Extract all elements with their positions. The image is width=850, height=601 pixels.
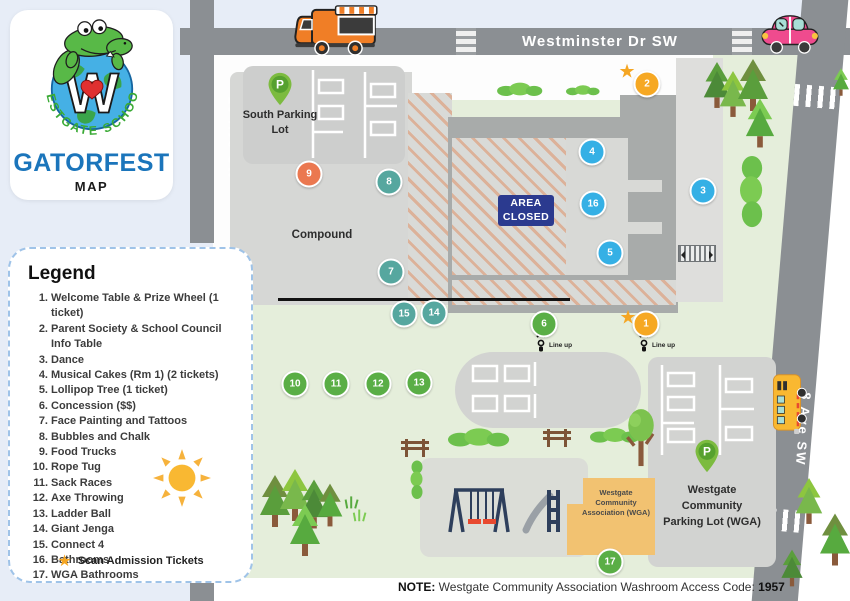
person-up-icon [639,332,649,352]
south-parking-label: South Parking Lot [242,109,318,136]
bush-icon [566,85,600,96]
wga-building-label: Westgate Community Association (WGA) [582,488,650,517]
legend-item: 15.Connect 4 [32,538,105,551]
open-wing [566,138,628,275]
legend-item: 17.WGA Bathrooms [32,569,139,582]
tree-icon [719,71,747,117]
slide-icon [522,490,560,534]
legend-item: 13.Ladder Ball [32,507,111,520]
legend-panel: Legend 1.Welcome Table & Prize Wheel (1 … [8,247,253,583]
legend-item: 7.Face Painting and Tattoos [38,415,188,428]
svg-text:P: P [276,78,284,92]
playground-area [420,458,588,557]
legend-item: 12.Axe Throwing [32,492,124,505]
line-up-marker: Line up [536,332,572,352]
closed-strip [408,93,452,305]
gatorfest-title: GATORFEST [13,149,170,177]
road-label-10ave: 10 Ave SW [191,97,240,181]
tree-icon [280,469,310,521]
school-building-annex [620,95,678,119]
wga-building [583,478,655,506]
bench-icon [543,429,571,447]
legend-item: 4.Musical Cakes (Rm 1) (2 tickets) [38,369,219,382]
legend-item: 10.Rope Tug [32,461,101,474]
legend-item: 11.Sack Races [33,476,113,489]
tree-icon [290,504,320,556]
parking-pin-icon: P [695,439,719,473]
legend-title: Legend [28,263,96,284]
map-subtitle: MAP [74,179,109,194]
tree-icon [781,549,803,587]
legend-list: 1.Welcome Table & Prize Wheel (1 ticket)… [24,291,239,584]
bench-icon [401,439,429,457]
road-label-westminster: Westminster Dr SW [522,33,678,50]
road-westminster [180,28,850,55]
sun-icon [153,449,211,507]
legend-item: 2.Parent Society & School Council Info T… [38,322,222,351]
tree-icon [703,62,731,108]
crosswalk-icon [732,28,752,55]
fence-line [278,298,570,301]
wga-building [567,504,655,555]
hedge-icon [740,156,763,228]
grass-icon [344,496,359,509]
bush-icon [497,82,543,96]
grass-icon [352,509,367,522]
westgate-school-logo: W WESTGATE SCHOOL [22,3,138,138]
washroom-note: NOTE: Westgate Community Association Was… [398,580,785,594]
food-truck-icon [294,5,378,56]
wga-parking-label: Westgate Community Parking Lot (WGA) [663,484,761,528]
school-bus-icon [772,374,807,435]
legend-item: 5.Lollipop Tree (1 ticket) [38,384,168,397]
legend-item: 14.Giant Jenga [32,523,114,536]
swing-set-icon [448,488,510,533]
parking-stalls-icon [311,70,397,158]
tree-icon [317,483,343,527]
person-up-icon [536,332,546,352]
south-parking-lot: P [243,66,405,164]
bus-loop-lot [455,352,641,428]
tree-icon [820,513,850,566]
legend-item: 16.Bathrooms [32,553,110,566]
logo-card: W WESTGATE SCHOOL GATORFEST MAP [10,3,173,200]
legend-item: 3.Dance [38,353,85,366]
building-notch [628,180,662,192]
legend-item: 6.Concession ($$) [38,399,136,412]
parking-stalls-icon [471,362,537,418]
note-bar [213,578,850,601]
legend-item: 9.Food Trucks [38,446,117,459]
bush-icon [448,428,510,447]
tree-icon [833,68,849,96]
tree-icon [738,59,768,111]
parking-pin-icon: P [268,72,292,106]
legend-item: 8.Bubbles and Chalk [38,430,151,443]
stairs-icon [678,245,716,262]
legend-item: 1.Welcome Table & Prize Wheel (1 ticket) [38,292,219,320]
crosswalk-icon [456,28,476,55]
area-closed-sign: AREA CLOSED [498,195,554,226]
closed-band [452,280,676,305]
building-notch [628,222,662,234]
line-up-marker: Line up [639,332,675,352]
svg-text:P: P [703,445,711,459]
compound-label: Compound [291,229,353,241]
tree-icon [795,478,823,524]
star-icon: ★ [57,553,72,570]
parking-stalls-icon [660,365,754,455]
tree-icon [626,409,655,467]
pink-car-icon [761,15,819,54]
hedge-icon [410,460,423,499]
wga-parking-lot: P [648,357,776,567]
scan-tickets-note: ★Scan Admission Tickets [57,553,204,570]
tree-icon [745,98,775,148]
